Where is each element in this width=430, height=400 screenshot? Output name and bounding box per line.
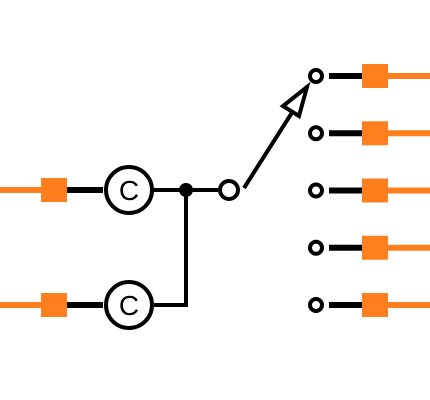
output-pin-1: [362, 64, 388, 88]
output-position-4: [308, 235, 430, 260]
input-1-common-label: C: [119, 175, 139, 206]
output-position-3: [308, 178, 430, 203]
wiper-arm: [242, 81, 311, 190]
output-pin-3: [362, 178, 388, 203]
input-2-common-label: C: [119, 290, 139, 321]
output-position-1: [308, 64, 430, 88]
output-position-2: [308, 121, 430, 146]
output-pin-2: [362, 121, 388, 146]
output-contact-1: [308, 68, 324, 84]
input-1-pin: [41, 178, 67, 202]
common-input-2: C: [0, 280, 186, 330]
input-2-pin: [41, 293, 67, 317]
output-contact-3: [308, 182, 324, 199]
output-contact-5: [308, 297, 324, 313]
output-positions: [308, 64, 430, 317]
output-contact-2: [308, 125, 324, 142]
wiper-pivot: [218, 179, 240, 201]
junction-dot: [179, 183, 193, 197]
output-pin-5: [362, 293, 388, 317]
output-contact-4: [308, 239, 324, 256]
wiper-arrowhead: [279, 81, 311, 120]
output-pin-4: [362, 235, 388, 260]
output-position-5: [308, 293, 430, 317]
wiper-line: [242, 98, 302, 190]
